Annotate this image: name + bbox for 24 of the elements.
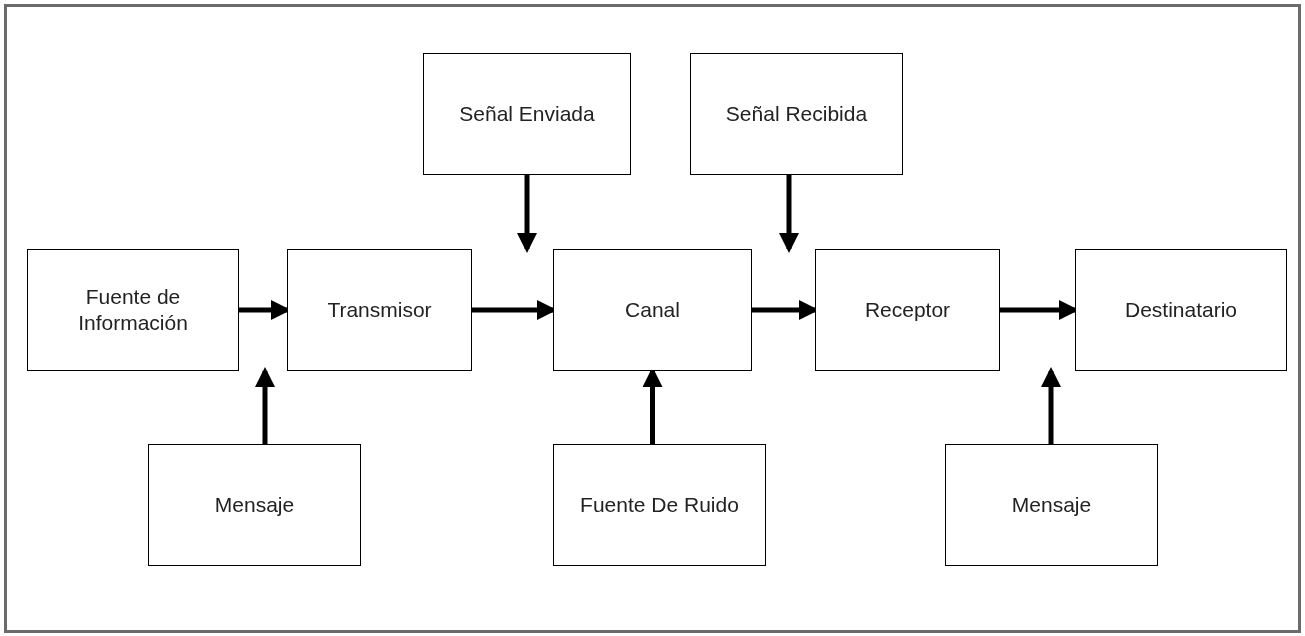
arrow: [517, 175, 537, 253]
process-box: [148, 444, 361, 566]
box-label: Fuente de Información: [77, 284, 189, 336]
box-label: Mensaje: [214, 492, 295, 518]
arrow: [255, 367, 275, 444]
process-box: [27, 249, 239, 371]
box-label: Transmisor: [327, 297, 432, 323]
arrow: [1041, 367, 1061, 444]
box-label: Receptor: [864, 297, 951, 323]
process-box: [690, 53, 903, 175]
box-label: Fuente De Ruido: [580, 492, 739, 518]
arrow: [779, 175, 799, 253]
process-box: [553, 444, 766, 566]
box-label: Señal Recibida: [725, 101, 868, 127]
box-label: Destinatario: [1124, 297, 1238, 323]
process-box: [553, 249, 752, 371]
process-box: [287, 249, 472, 371]
box-label: Señal Enviada: [459, 101, 595, 127]
process-box: [423, 53, 631, 175]
box-label: Canal: [625, 297, 680, 323]
process-box: [945, 444, 1158, 566]
box-label: Mensaje: [1011, 492, 1092, 518]
process-box: [1075, 249, 1287, 371]
process-box: [815, 249, 1000, 371]
